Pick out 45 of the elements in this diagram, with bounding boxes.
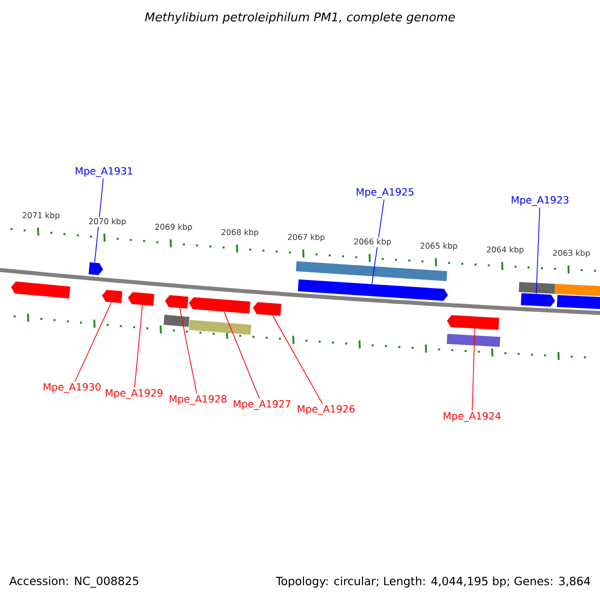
footer-text: Topology: circular; Length: 4,044,195 bp; Genes: 3,864: [276, 576, 590, 588]
gene-block: [88, 262, 104, 276]
gene-block: [520, 293, 556, 307]
feature-bar: [446, 334, 500, 347]
gene-block: [128, 292, 154, 306]
gene-label: Mpe_A1929: [106, 389, 162, 399]
gene-label: Mpe_A1930: [44, 383, 101, 393]
title: Methylibium petroleiphilum PM1, complete genome: [145, 12, 455, 24]
tick-label: 2067 kbp: [286, 232, 326, 243]
gene-block: [188, 297, 250, 314]
feature-bar: [518, 282, 556, 294]
tick-label: 2069 kbp: [154, 222, 194, 232]
gene-label: Mpe_A1924: [444, 412, 501, 422]
footer-text: Accession: NC_008825: [9, 576, 138, 588]
gene-label: Mpe_A1925: [356, 188, 414, 198]
tick-label: 2071 kbp: [21, 210, 61, 221]
gene-block: [102, 290, 122, 304]
feature-bar: [188, 320, 252, 335]
leader-line: [74, 302, 112, 382]
feature-bar: [164, 314, 190, 327]
gene-label: Mpe_A1923: [512, 196, 568, 206]
gene-block: [298, 279, 448, 301]
gene-label: Mpe_A1928: [170, 395, 226, 405]
tick-label: 2065 kbp: [418, 241, 459, 252]
leader-line: [472, 328, 476, 411]
leader-line: [536, 207, 540, 294]
tick-label: 2066 kbp: [352, 237, 392, 248]
feature-bar: [296, 261, 448, 282]
gene-block: [164, 295, 188, 309]
gene-block: [252, 302, 282, 316]
gene-block: [556, 294, 600, 310]
tick-label: 2064 kbp: [485, 245, 526, 256]
feature-bar: [554, 284, 600, 296]
leader-line: [372, 199, 384, 284]
leader-line: [134, 304, 143, 388]
tick-label: 2068 kbp: [220, 228, 260, 238]
gene-label: Mpe_A1926: [298, 405, 355, 415]
gene-block: [446, 315, 500, 330]
leader-line: [94, 178, 104, 263]
leader-line: [224, 311, 260, 399]
gene-label: Mpe_A1931: [76, 167, 132, 177]
tick-label: 2063 kbp: [552, 248, 592, 259]
tick-label: 2070 kbp: [87, 216, 128, 227]
gene-block: [11, 282, 70, 299]
gene-label: Mpe_A1927: [234, 400, 290, 410]
